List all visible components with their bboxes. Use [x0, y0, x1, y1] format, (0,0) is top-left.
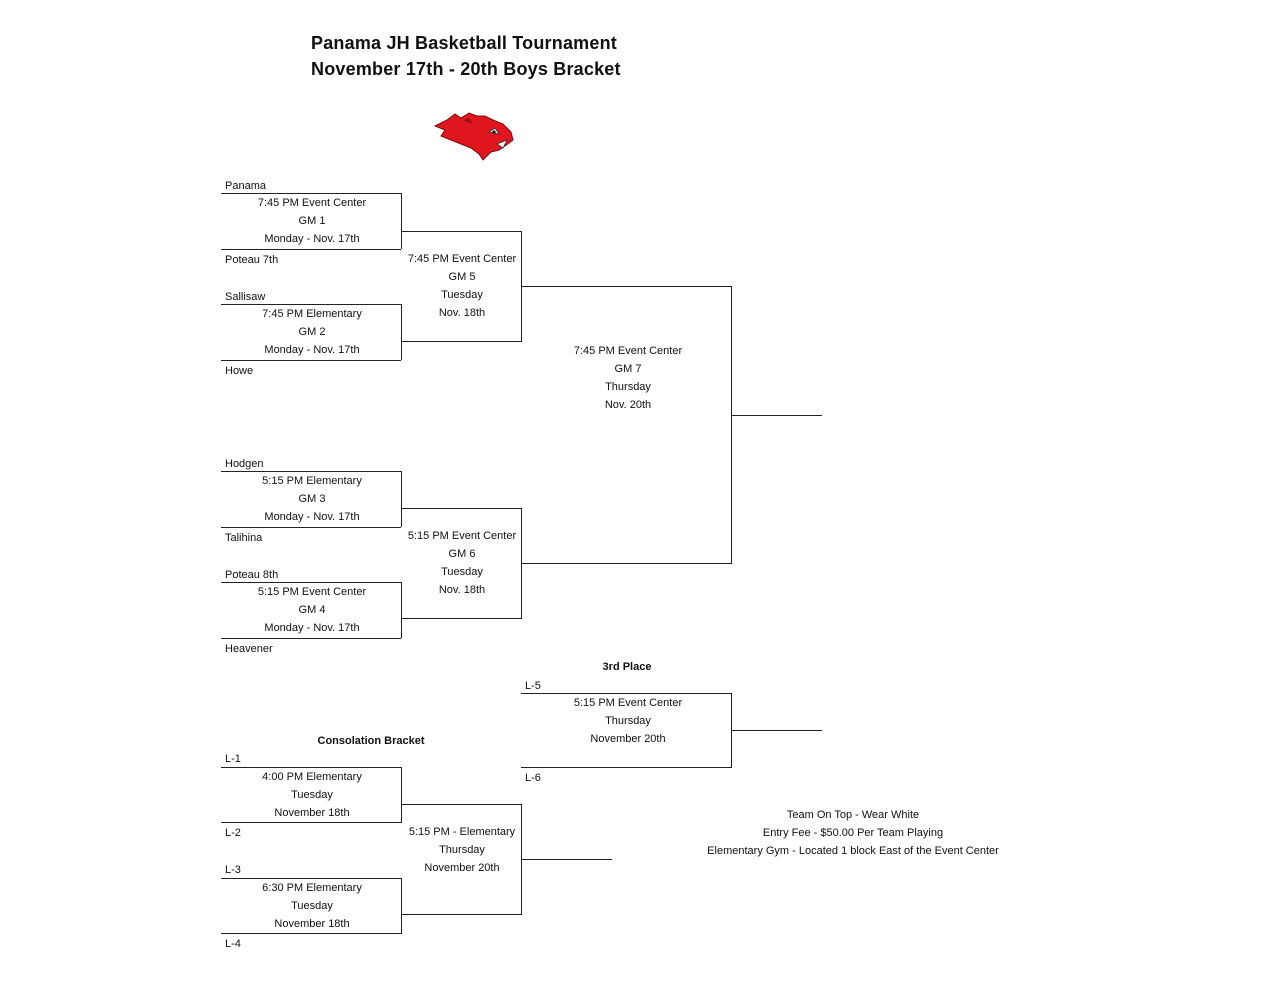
consolation-l3: L-3	[225, 864, 241, 876]
third-place-day: Thursday	[605, 715, 651, 727]
third-place-heading: 3rd Place	[602, 661, 652, 673]
bracket-line	[401, 341, 522, 342]
gm1-time: 7:45 PM Event Center	[257, 197, 367, 209]
bracket-line	[521, 563, 732, 564]
consolation-l1: L-1	[225, 753, 241, 765]
consolation-g2-time: 6:30 PM Elementary	[262, 882, 362, 894]
gm3-date: Monday - Nov. 17th	[264, 511, 360, 523]
gm2-game: GM 2	[298, 326, 326, 338]
gm5-date: Nov. 18th	[438, 307, 486, 319]
note-wear-white: Team On Top - Wear White	[786, 809, 920, 821]
gm4-game: GM 4	[298, 604, 326, 616]
third-place-time: 5:15 PM Event Center	[573, 697, 683, 709]
gm1-date: Monday - Nov. 17th	[264, 233, 360, 245]
bracket-line	[221, 193, 401, 194]
gm6-date: Nov. 18th	[438, 584, 486, 596]
gm4-time: 5:15 PM Event Center	[257, 586, 367, 598]
team-hodgen: Hodgen	[225, 458, 264, 470]
bracket-line	[401, 804, 522, 805]
gm2-date: Monday - Nov. 17th	[264, 344, 360, 356]
consolation-heading: Consolation Bracket	[317, 735, 425, 747]
bracket-line	[221, 582, 401, 583]
gm7-day: Thursday	[605, 381, 651, 393]
bracket-line	[731, 730, 822, 731]
bracket-line	[221, 360, 401, 361]
gm1-game: GM 1	[298, 215, 326, 227]
bracket-line	[221, 878, 401, 879]
consolation-l4: L-4	[225, 938, 241, 950]
bracket-line	[221, 471, 401, 472]
consolation-g2-date: November 18th	[274, 918, 350, 930]
bracket-line	[221, 638, 401, 639]
gm3-game: GM 3	[298, 493, 326, 505]
gm6-day: Tuesday	[441, 566, 483, 578]
team-heavener: Heavener	[225, 643, 273, 655]
consolation-l2: L-2	[225, 827, 241, 839]
gm7-game: GM 7	[614, 363, 642, 375]
consolation-final-date: November 20th	[424, 862, 500, 874]
page-title: Panama JH Basketball Tournament	[311, 33, 617, 53]
bracket-line	[401, 582, 402, 638]
consolation-final-day: Thursday	[439, 844, 485, 856]
consolation-g1-day: Tuesday	[291, 789, 333, 801]
bracket-line	[221, 527, 401, 528]
bracket-line	[521, 859, 612, 860]
bracket-line	[401, 193, 402, 249]
bracket-line	[521, 693, 732, 694]
note-entry-fee: Entry Fee - $50.00 Per Team Playing	[762, 827, 944, 839]
team-poteau-8th: Poteau 8th	[225, 569, 279, 581]
consolation-g1-date: November 18th	[274, 807, 350, 819]
team-panama: Panama	[225, 180, 266, 192]
bracket-line	[401, 471, 402, 527]
bracket-line	[401, 767, 402, 823]
bracket-line	[221, 249, 401, 250]
consolation-g1-time: 4:00 PM Elementary	[262, 771, 362, 783]
third-place-team-bottom: L-6	[525, 772, 541, 784]
third-place-team-top: L-5	[525, 680, 541, 692]
bracket-line	[521, 286, 732, 287]
bracket-line	[401, 878, 402, 934]
gm5-game: GM 5	[448, 271, 476, 283]
note-gym-location: Elementary Gym - Located 1 block East of…	[707, 845, 999, 857]
bracket-line	[221, 767, 401, 768]
gm4-date: Monday - Nov. 17th	[264, 622, 360, 634]
gm6-time: 5:15 PM Event Center	[407, 530, 517, 542]
team-poteau-7th: Poteau 7th	[225, 254, 279, 266]
bracket-line	[521, 767, 732, 768]
gm6-game: GM 6	[448, 548, 476, 560]
bracket-line	[731, 286, 732, 564]
bracket-line	[401, 508, 522, 509]
bracket-line	[221, 933, 401, 934]
bracket-line	[221, 822, 401, 823]
gm2-time: 7:45 PM Elementary	[262, 308, 362, 320]
gm3-time: 5:15 PM Elementary	[262, 475, 362, 487]
gm5-day: Tuesday	[441, 289, 483, 301]
gm5-time: 7:45 PM Event Center	[407, 253, 517, 265]
razorback-hog-icon	[433, 112, 514, 161]
gm7-time: 7:45 PM Event Center	[573, 345, 683, 357]
team-talihina: Talihina	[225, 532, 263, 544]
third-place-date: November 20th	[590, 733, 666, 745]
consolation-final-time: 5:15 PM - Elementary	[408, 826, 516, 838]
bracket-line	[731, 415, 822, 416]
consolation-g2-day: Tuesday	[291, 900, 333, 912]
page-subtitle: November 17th - 20th Boys Bracket	[311, 59, 621, 79]
bracket-line	[401, 618, 522, 619]
bracket-line	[401, 231, 522, 232]
team-howe: Howe	[225, 365, 254, 377]
bracket-line	[401, 304, 402, 360]
team-sallisaw: Sallisaw	[225, 291, 266, 303]
bracket-line	[401, 914, 522, 915]
gm7-date: Nov. 20th	[604, 399, 652, 411]
bracket-line	[221, 304, 401, 305]
